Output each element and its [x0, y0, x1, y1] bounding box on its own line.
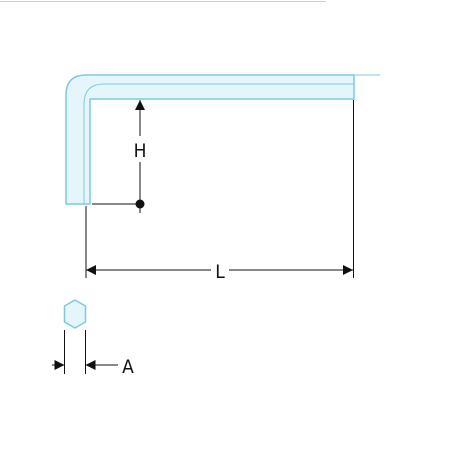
hex-width-label: A: [122, 356, 134, 378]
hex-key-facet-line: [83, 83, 354, 204]
hex-width-dimension: A: [52, 330, 134, 378]
length-label: L: [215, 261, 225, 283]
hex-key-body: [65, 74, 355, 205]
height-origin-dot: [135, 199, 145, 209]
hex-cross-section: [63, 299, 87, 329]
hex-profile: [63, 299, 87, 329]
hex-key: [65, 74, 380, 205]
length-label-gap: [211, 258, 229, 282]
length-dimension: L: [85, 100, 354, 283]
height-label: H: [134, 140, 147, 162]
height-label-gap: [132, 136, 148, 162]
height-dimension: H: [92, 100, 148, 213]
